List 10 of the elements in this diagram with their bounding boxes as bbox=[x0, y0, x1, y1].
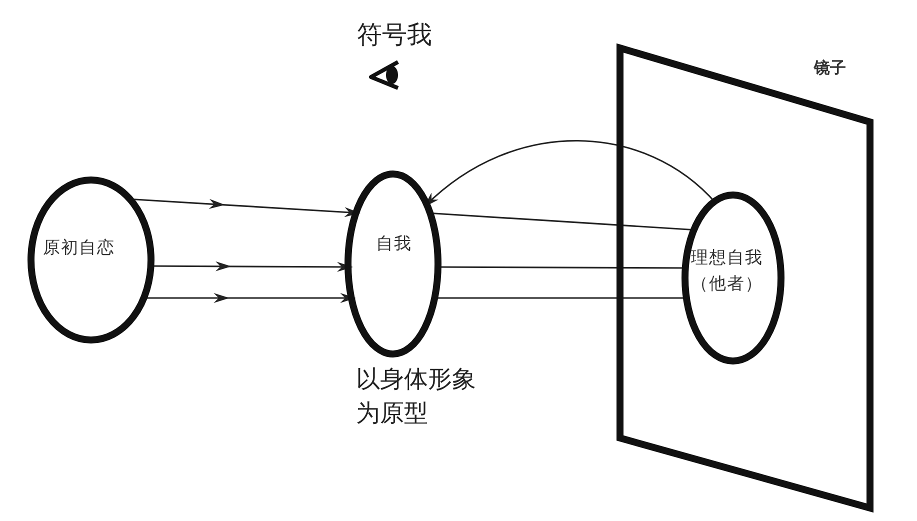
ellipse-label: 原初自恋 bbox=[43, 237, 115, 259]
label: 符号我 bbox=[357, 19, 432, 51]
node-label: 以身体形象为原型 bbox=[356, 364, 477, 429]
ellipse-label: 自我 bbox=[376, 233, 412, 255]
mirror-frame bbox=[614, 42, 876, 514]
ellipse-label: 理想自我（他者） bbox=[691, 247, 764, 296]
ellipse bbox=[681, 191, 785, 365]
ellipse bbox=[27, 176, 155, 344]
mirror-label: 镜子 bbox=[814, 58, 846, 79]
ellipse bbox=[344, 170, 442, 358]
